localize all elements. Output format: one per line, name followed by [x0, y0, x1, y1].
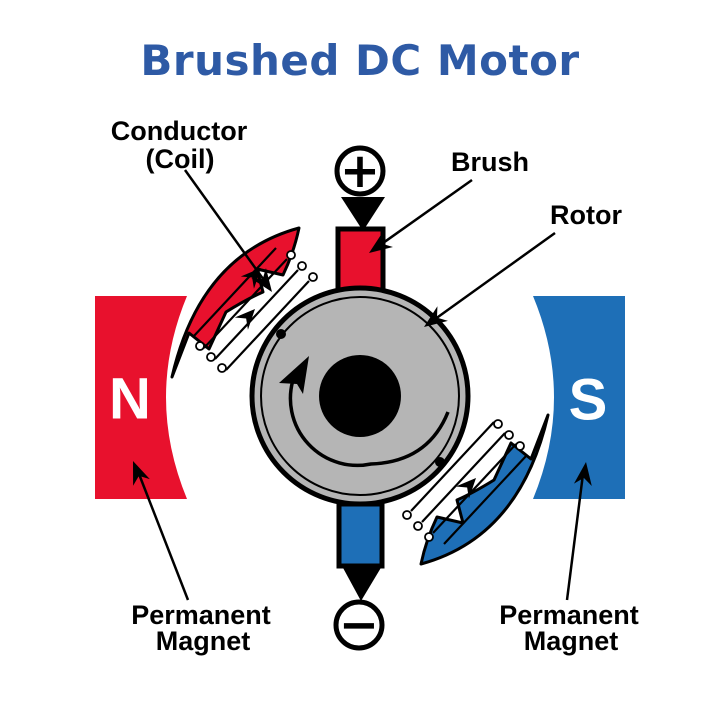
- positive-terminal-icon: [334, 145, 386, 197]
- rotation-arrow-head-icon: [279, 356, 309, 394]
- brush-annotation-arrow: [363, 178, 473, 261]
- south-pole-label: S: [569, 368, 608, 433]
- right-magnet-label-line2: Magnet: [524, 626, 619, 656]
- rotor-label: Rotor: [550, 200, 622, 230]
- rotation-arrow-arc: [288, 379, 450, 468]
- top-brush: [335, 226, 386, 294]
- commutator-ring: [260, 296, 460, 496]
- left-magnet-annotation-arrow: [124, 457, 190, 601]
- negative-terminal-icon: [333, 599, 385, 651]
- commutator-contact-dot: [435, 457, 445, 467]
- rotor-annotation-arrow: [418, 231, 556, 335]
- right-magnet-label-line1: Permanent: [499, 600, 639, 630]
- left-magnet-label-line1: Permanent: [131, 600, 271, 630]
- positive-lead-arrow-icon: [341, 197, 385, 231]
- rotor-shaft: [319, 355, 401, 437]
- brush-label: Brush: [451, 147, 529, 177]
- commutator-contact-dot: [276, 329, 286, 339]
- conductor-label-line2: (Coil): [146, 144, 215, 174]
- conductor-annotation-arrow: [183, 169, 280, 298]
- left-magnet-label-line2: Magnet: [156, 626, 251, 656]
- right-magnet-annotation-arrow: [565, 460, 595, 601]
- page-title: Brushed DC Motor: [140, 36, 579, 85]
- negative-lead-arrow-icon: [342, 566, 382, 601]
- north-magnet-shape: [95, 296, 187, 499]
- south-magnet-shape: [533, 296, 625, 499]
- north-pole-label: N: [109, 367, 151, 432]
- positive-terminal-symbol: +: [340, 143, 380, 199]
- negative-terminal-symbol: −: [339, 597, 379, 653]
- rotor-assembly: [249, 285, 471, 507]
- conductor-label-line1: Conductor: [111, 116, 248, 146]
- bottom-brush: [336, 501, 385, 569]
